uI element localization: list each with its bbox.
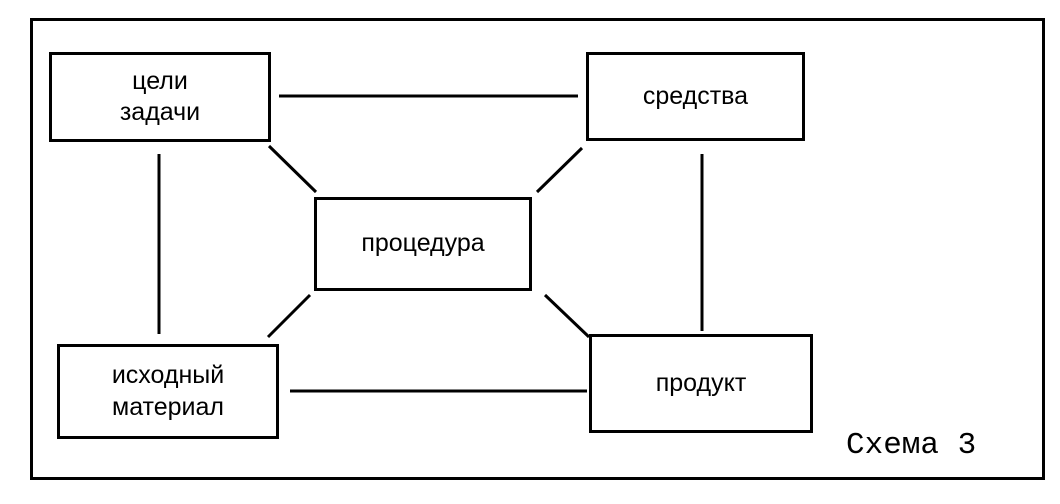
node-procedure: процедура (314, 197, 532, 291)
node-source-material: исходный материал (57, 344, 279, 439)
node-means: средства (586, 52, 805, 141)
diagram-frame (30, 18, 1045, 480)
diagram-caption: Схема 3 (846, 428, 977, 463)
edge-procedure-product (543, 293, 591, 339)
node-goals-tasks: цели задачи (49, 52, 271, 142)
edge-procedure-source (266, 293, 312, 339)
edge-means-procedure (535, 146, 584, 194)
node-product: продукт (589, 334, 813, 433)
edge-goals-procedure (267, 144, 318, 194)
